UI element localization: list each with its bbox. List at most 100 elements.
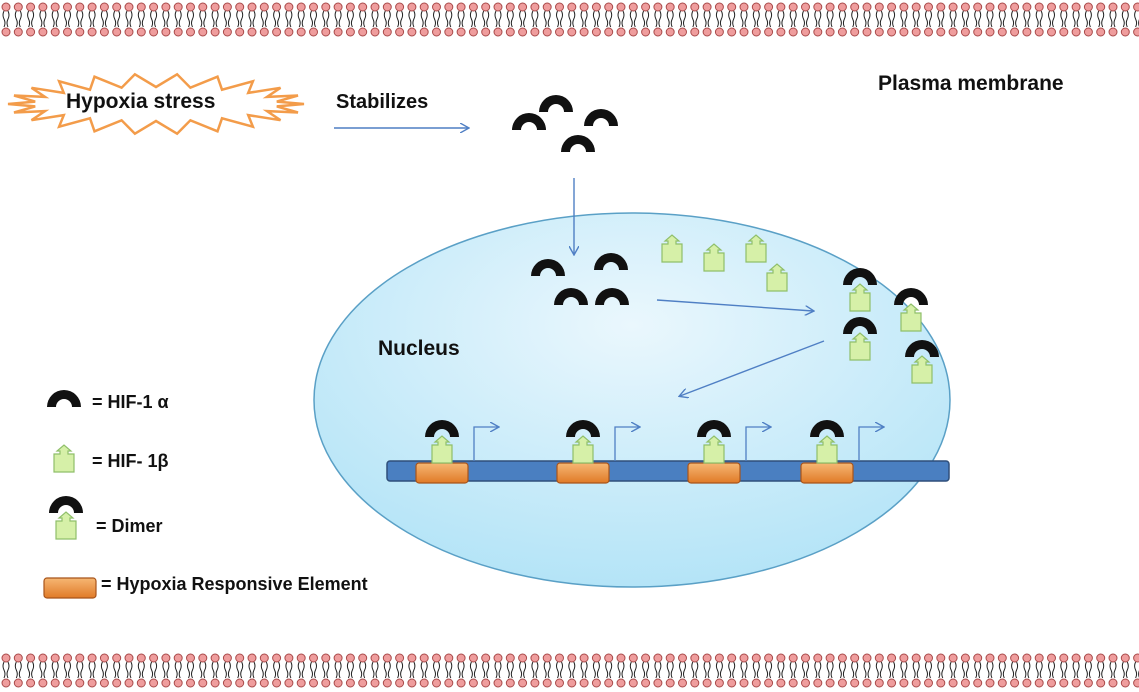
transcription-arrow	[473, 427, 498, 461]
phospholipid-icon	[284, 653, 294, 688]
phospholipid-icon	[222, 653, 232, 688]
phospholipid-icon	[714, 653, 724, 688]
phospholipid-icon	[825, 653, 835, 688]
dimer-beta-part	[911, 355, 933, 384]
phospholipid-icon	[739, 653, 749, 688]
phospholipid-icon	[50, 2, 60, 37]
phospholipid-icon	[395, 653, 405, 688]
phospholipid-icon	[530, 2, 540, 37]
phospholipid-icon	[505, 2, 515, 37]
dna-strand	[386, 460, 950, 482]
phospholipid-icon	[702, 653, 712, 688]
phospholipid-icon	[321, 653, 331, 688]
phospholipid-icon	[628, 653, 638, 688]
phospholipid-icon	[345, 653, 355, 688]
phospholipid-icon	[948, 653, 958, 688]
phospholipid-icon	[173, 653, 183, 688]
phospholipid-icon	[99, 653, 109, 688]
phospholipid-icon	[997, 2, 1007, 37]
phospholipid-icon	[1022, 653, 1032, 688]
phospholipid-icon	[727, 2, 737, 37]
phospholipid-icon	[801, 2, 810, 37]
phospholipid-icon	[678, 653, 687, 688]
phospholipid-icon	[1096, 653, 1106, 688]
legend-hre-label: = Hypoxia Responsive Element	[101, 574, 368, 594]
hif1-alpha-icon	[554, 288, 588, 305]
phospholipid-icon	[444, 2, 454, 37]
dimer-alpha-part	[49, 496, 83, 513]
phospholipid-icon	[358, 2, 368, 37]
phospholipid-icon	[1047, 653, 1056, 688]
phospholipid-icon	[419, 653, 429, 688]
dimer-icon	[905, 340, 939, 384]
phospholipid-icon	[1133, 2, 1139, 37]
hre-binding-site	[687, 420, 770, 484]
dimerization-arrow	[656, 299, 813, 311]
phospholipid-icon	[813, 2, 823, 37]
legend-dimer-label: = Dimer	[96, 516, 163, 536]
phospholipid-icon	[247, 2, 257, 37]
phospholipid-icon	[309, 653, 318, 688]
legend-hif1-beta-icon	[53, 444, 75, 473]
phospholipid-icon	[604, 2, 614, 37]
phospholipid-icon	[198, 653, 208, 688]
plasma-membrane-top	[1, 2, 1139, 37]
phospholipid-icon	[530, 653, 540, 688]
legend-hif1-beta-label: = HIF- 1β	[92, 451, 169, 471]
phospholipid-icon	[468, 2, 478, 37]
phospholipid-icon	[739, 2, 749, 37]
phospholipid-icon	[579, 2, 589, 37]
phospholipid-icon	[714, 2, 724, 37]
dimer-alpha-part	[810, 420, 844, 437]
dimer-beta-part	[55, 511, 77, 540]
phospholipid-icon	[1133, 653, 1139, 688]
dimer-beta-part	[849, 332, 871, 361]
phospholipid-icon	[87, 2, 97, 37]
phospholipid-icon	[468, 653, 478, 688]
phospholipid-icon	[985, 653, 995, 688]
hif1-alpha-icon	[512, 113, 546, 130]
dimer-alpha-part	[425, 420, 459, 437]
phospholipid-icon	[641, 2, 651, 37]
phospholipid-icon	[1059, 2, 1069, 37]
phospholipid-icon	[973, 2, 983, 37]
phospholipid-icon	[13, 2, 23, 37]
phospholipid-icon	[628, 2, 638, 37]
phospholipid-icon	[235, 2, 245, 37]
phospholipid-icon	[813, 653, 823, 688]
phospholipid-icon	[665, 2, 675, 37]
phospholipid-icon	[407, 653, 417, 688]
phospholipid-icon	[862, 2, 872, 37]
hif1-alpha-icon	[539, 95, 573, 112]
phospholipid-icon	[1034, 2, 1044, 37]
hif1-alpha-icon	[594, 253, 628, 270]
phospholipid-icon	[382, 653, 392, 688]
dimer-icon	[566, 420, 600, 464]
legend-hre-icon	[43, 577, 97, 599]
phospholipid-icon	[948, 2, 958, 37]
phospholipid-icon	[1047, 2, 1056, 37]
phospholipid-icon	[1034, 653, 1044, 688]
phospholipid-icon	[960, 2, 970, 37]
legend-hif1-alpha-label: = HIF-1 α	[92, 392, 169, 412]
phospholipid-icon	[296, 2, 306, 37]
phospholipid-icon	[764, 653, 774, 688]
phospholipid-icon	[161, 2, 171, 37]
dimer-icon	[425, 420, 459, 464]
phospholipid-icon	[321, 2, 331, 37]
phospholipid-icon	[493, 2, 503, 37]
dimer-beta-part	[849, 283, 871, 312]
phospholipid-icon	[960, 653, 970, 688]
phospholipid-icon	[259, 653, 269, 688]
hif1-alpha-icon	[595, 288, 629, 305]
phospholipid-icon	[333, 2, 343, 37]
transcription-arrow	[614, 427, 639, 461]
phospholipid-icon	[432, 653, 441, 688]
transcription-arrow	[745, 427, 770, 461]
phospholipid-icon	[874, 653, 884, 688]
dimer-alpha-part	[894, 288, 928, 305]
phospholipid-icon	[924, 2, 933, 37]
phospholipid-icon	[825, 2, 835, 37]
phospholipid-icon	[997, 653, 1007, 688]
dimer-beta-part	[900, 303, 922, 332]
